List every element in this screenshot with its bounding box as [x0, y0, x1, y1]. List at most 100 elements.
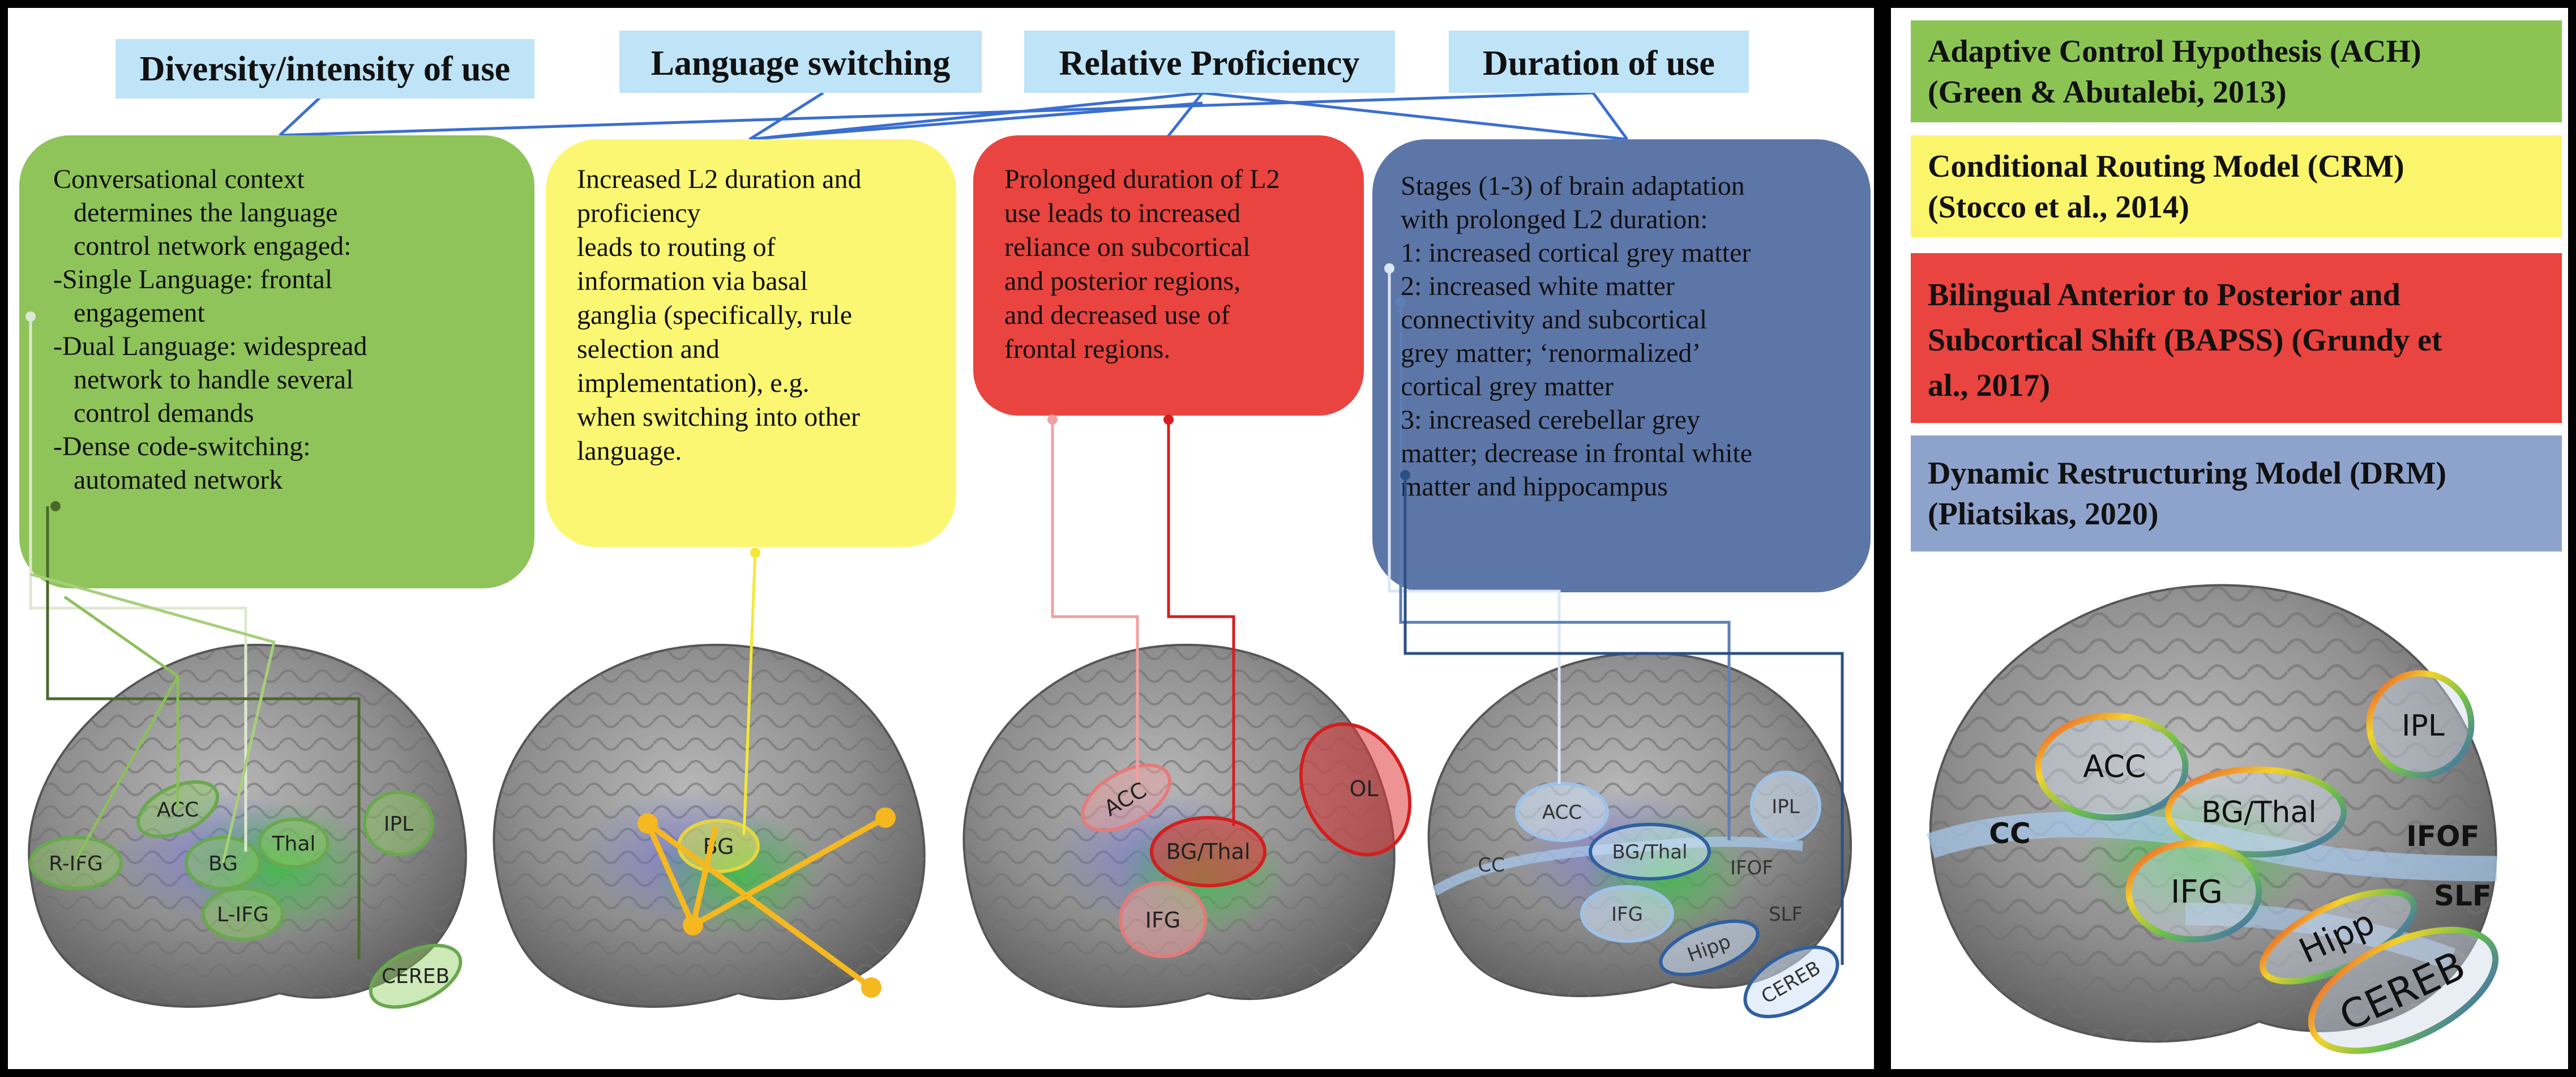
box-bapss-text: Prolonged duration of L2 use leads to inc… [1004, 164, 1280, 364]
region-ipl [1750, 771, 1821, 842]
label-slf: SLF [1769, 903, 1803, 926]
label-ipl: IPL [1771, 796, 1800, 818]
region-ipl [2366, 670, 2475, 779]
text-line: matter; decrease in frontal white [1401, 438, 1752, 468]
region-lifg [202, 887, 284, 941]
label-cc: CC [1989, 817, 2030, 850]
header-diversity: Diversity/intensity of use [115, 39, 534, 99]
legend-diagram: Adaptive Control Hypothesis (ACH) (Green … [1911, 20, 2562, 1054]
region-ifg [2125, 840, 2262, 943]
brain-ach: ACC R-IFG BG Thal IPL L-IFG CEREB [25, 311, 467, 1009]
text-line: with prolonged L2 duration: [1401, 204, 1708, 234]
text-line: network to handle several [53, 365, 353, 395]
right-panel: Adaptive Control Hypothesis (ACH) (Green … [1891, 8, 2568, 1069]
label-ifg: IFG [2171, 874, 2223, 911]
text-line: al., 2017) [1928, 368, 2050, 403]
label-slf: SLF [2434, 879, 2492, 912]
label-rifg: R-IFG [49, 852, 103, 875]
header-proficiency-label: Relative Proficiency [1059, 44, 1360, 83]
header-diversity-label: Diversity/intensity of use [140, 50, 510, 88]
text-line: grey matter; ‘renormalized’ [1401, 338, 1701, 368]
text-line: -Dual Language: widespread [53, 331, 367, 361]
text-line: 2: increased white matter [1401, 271, 1675, 301]
text-line: and posterior regions, [1004, 266, 1240, 296]
brain-drm: ACC IPL CC BG/Thal IFOF IFG Hipp SLF CER… [1384, 263, 1852, 1019]
text-line: and decreased use of [1004, 300, 1230, 330]
text-line: Increased L2 duration and [577, 164, 861, 194]
label-ipl: IPL [2402, 709, 2445, 743]
text-line: use leads to increased [1004, 198, 1240, 228]
text-line: Conditional Routing Model (CRM) [1928, 149, 2404, 184]
legend-ach: Adaptive Control Hypothesis (ACH) (Green … [1911, 20, 2562, 122]
text-line: (Green & Abutalebi, 2013) [1928, 75, 2287, 110]
brain-bapss: ACC BG/Thal IFG OL [962, 414, 1412, 1008]
text-line: Prolonged duration of L2 [1004, 164, 1280, 194]
text-line: -Single Language: frontal [53, 264, 332, 294]
region-cereb [1743, 945, 1839, 1019]
text-line: Conversational context [53, 164, 305, 194]
region-bgthal [1589, 823, 1711, 881]
region-ol [1299, 722, 1412, 857]
header-duration: Duration of use [1449, 31, 1749, 93]
text-line: ganglia (specifically, rule [577, 300, 852, 330]
region-bgthal [2165, 766, 2347, 858]
brain-summary: IPL ACC BG/Thal CC IFOF IFG SLF Hipp CER… [1926, 584, 2499, 1054]
region-cereb [369, 943, 463, 1009]
text-line: implementation), e.g. [577, 368, 810, 398]
region-hipp [1659, 919, 1760, 977]
region-ifg [1119, 881, 1207, 958]
text-line: language. [577, 436, 682, 466]
label-thal: Thal [272, 832, 316, 856]
label-lifg: L-IFG [217, 903, 269, 926]
brain-crm: BG [493, 548, 926, 1008]
text-line: leads to routing of [577, 232, 776, 262]
region-bgthal [1150, 816, 1266, 887]
region-acc [1515, 782, 1609, 842]
box-ach: Conversational context determines the la… [19, 135, 534, 588]
header-proficiency: Relative Proficiency [1024, 31, 1395, 93]
box-crm-text: Increased L2 duration and proficiency lead… [577, 164, 861, 466]
header-switching-label: Language switching [651, 44, 951, 83]
label-cc: CC [1478, 854, 1504, 877]
box-ach-text: Conversational context determines the la… [53, 164, 367, 495]
label-ifg: IFG [1145, 908, 1181, 933]
region-thal [258, 818, 330, 869]
region-acc [1081, 763, 1171, 832]
left-panel: Diversity/intensity of use Language swit… [8, 8, 1874, 1069]
text-line: when switching into other [577, 402, 860, 432]
text-line: (Stocco et al., 2014) [1928, 190, 2189, 225]
text-line: Adaptive Control Hypothesis (ACH) [1928, 34, 2421, 69]
label-bgthal: BG/Thal [1166, 839, 1251, 864]
legend-ach-text: Adaptive Control Hypothesis (ACH) (Green … [1928, 34, 2421, 110]
text-line: (Pliatsikas, 2020) [1928, 497, 2159, 532]
text-line: Stages (1-3) of brain adaptation [1401, 171, 1745, 201]
text-line: 3: increased cerebellar grey [1401, 405, 1700, 435]
legend-drm: Dynamic Restructuring Model (DRM) (Pliats… [1911, 435, 2562, 552]
text-line: frontal regions. [1004, 334, 1170, 364]
text-line: Bilingual Anterior to Posterior and [1928, 277, 2400, 313]
label-ol: OL [1349, 776, 1378, 801]
text-line: engagement [53, 298, 206, 328]
label-acc: ACC [2083, 749, 2146, 784]
legend-crm: Conditional Routing Model (CRM) (Stocco e… [1911, 135, 2562, 237]
text-line: Dynamic Restructuring Model (DRM) [1928, 456, 2446, 491]
label-acc: ACC [1542, 801, 1582, 824]
header-duration-label: Duration of use [1483, 44, 1715, 83]
box-bapss: Prolonged duration of L2 use leads to inc… [973, 135, 1364, 416]
text-line: reliance on subcortical [1004, 232, 1250, 262]
label-ipl: IPL [384, 813, 413, 836]
region-ipl [363, 790, 434, 856]
text-line: determines the language [53, 198, 337, 228]
label-ifg: IFG [1611, 903, 1643, 926]
label-ifof: IFOF [1730, 857, 1773, 879]
label-cereb: CEREB [382, 965, 450, 988]
text-line: proficiency [577, 198, 701, 228]
label-bg: BG [208, 852, 238, 875]
region-cereb [2308, 926, 2499, 1054]
header-connectors [279, 91, 1629, 141]
legend-drm-text: Dynamic Restructuring Model (DRM) (Pliats… [1928, 456, 2446, 532]
